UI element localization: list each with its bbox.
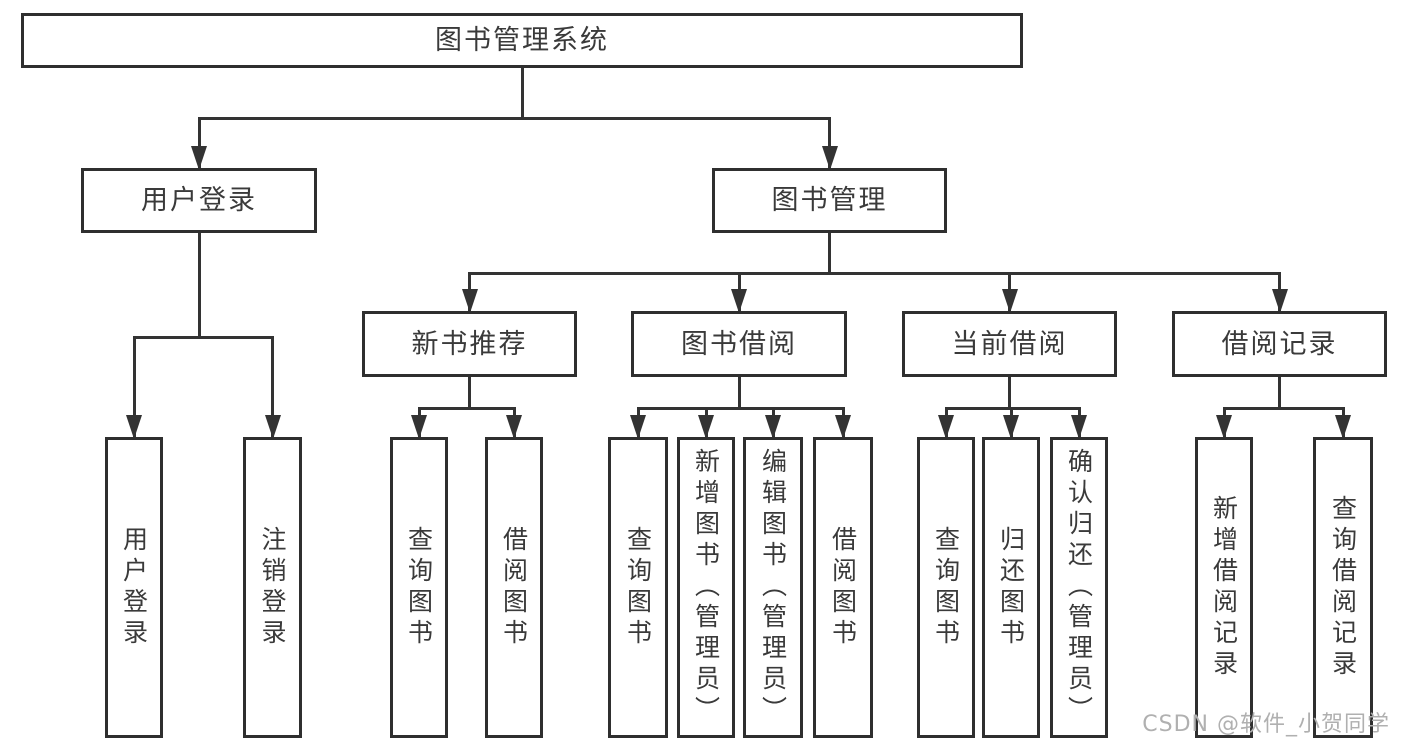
connector-bus-new-book-rec	[417, 406, 516, 410]
node-book-borrow: 图书借阅	[631, 311, 847, 377]
arrowhead-icon	[835, 415, 851, 439]
node-ul-logout: 注销登录	[243, 437, 302, 738]
arrowhead-icon	[506, 415, 522, 439]
node-borrow-records: 借阅记录	[1172, 311, 1387, 377]
arrowhead-icon	[1271, 289, 1288, 313]
arrowhead-icon	[1071, 415, 1087, 439]
connector-bus-current-borrow	[944, 406, 1081, 410]
connector-drop-user-login	[197, 118, 201, 168]
connector-stem-root	[520, 68, 524, 118]
connector-drop-ul-login	[132, 337, 136, 437]
node-bb-borrow: 借阅图书	[813, 437, 873, 738]
node-label-bb-add: 新增图书（管理员）	[691, 448, 721, 727]
arrowhead-icon	[264, 415, 281, 439]
node-label-bb-edit: 编辑图书（管理员）	[758, 448, 788, 727]
arrowhead-icon	[126, 415, 142, 439]
node-label-user-login: 用户登录	[141, 185, 257, 216]
connector-stem-new-book-rec	[468, 377, 471, 408]
node-label-borrow-records: 借阅记录	[1221, 328, 1338, 360]
connector-bus-book-borrow	[636, 406, 845, 410]
arrowhead-icon	[765, 415, 781, 439]
arrowhead-icon	[630, 415, 646, 439]
node-label-nb-borrow: 借阅图书	[499, 525, 529, 650]
node-label-br-add: 新增借阅记录	[1209, 494, 1239, 681]
arrowhead-icon	[1335, 415, 1351, 439]
connector-bus-user-login	[132, 335, 274, 339]
connector-stem-user-login	[197, 233, 201, 337]
arrowhead-icon	[938, 415, 954, 439]
node-label-br-query: 查询借阅记录	[1328, 494, 1358, 681]
node-label-new-book-rec: 新书推荐	[411, 328, 528, 360]
node-br-query: 查询借阅记录	[1313, 437, 1373, 738]
node-cb-confirm: 确认归还（管理员）	[1050, 437, 1108, 738]
node-label-root: 图书管理系统	[435, 25, 609, 56]
node-br-add: 新增借阅记录	[1195, 437, 1253, 738]
connector-bus-root	[197, 116, 831, 120]
node-label-book-mgmt: 图书管理	[771, 185, 888, 216]
node-ul-login: 用户登录	[105, 437, 163, 738]
arrowhead-icon	[821, 146, 838, 170]
node-nb-borrow: 借阅图书	[485, 437, 543, 738]
node-bb-add: 新增图书（管理员）	[677, 437, 735, 738]
node-label-nb-query: 查询图书	[404, 525, 434, 650]
arrowhead-icon	[1216, 415, 1232, 439]
node-book-mgmt: 图书管理	[712, 168, 947, 233]
arrowhead-icon	[1001, 289, 1018, 313]
node-label-bb-borrow: 借阅图书	[828, 525, 858, 650]
node-new-book-rec: 新书推荐	[362, 311, 577, 377]
connector-stem-borrow-records	[1278, 377, 1281, 408]
connector-drop-book-mgmt	[828, 118, 831, 168]
node-cb-return: 归还图书	[982, 437, 1040, 738]
node-root: 图书管理系统	[21, 13, 1023, 68]
node-label-ul-logout: 注销登录	[258, 525, 287, 650]
connector-stem-book-borrow	[737, 377, 741, 408]
connector-stem-book-mgmt	[828, 233, 831, 273]
arrowhead-icon	[1003, 415, 1019, 439]
arrowhead-icon	[698, 415, 714, 439]
node-label-bb-query: 查询图书	[623, 525, 653, 650]
node-label-cb-confirm: 确认归还（管理员）	[1064, 448, 1094, 727]
connector-stem-current-borrow	[1008, 377, 1011, 408]
node-nb-query: 查询图书	[390, 437, 448, 738]
arrowhead-icon	[191, 146, 207, 170]
connector-bus-borrow-records	[1222, 406, 1345, 410]
connector-bus-book-mgmt	[468, 271, 1281, 275]
arrowhead-icon	[731, 289, 747, 313]
node-cb-query: 查询图书	[917, 437, 975, 738]
node-label-ul-login: 用户登录	[119, 525, 149, 650]
arrowhead-icon	[461, 289, 478, 313]
arrowhead-icon	[411, 415, 427, 439]
node-current-borrow: 当前借阅	[902, 311, 1117, 377]
node-user-login: 用户登录	[81, 168, 317, 233]
watermark: CSDN @软件_小贺同学	[1142, 712, 1390, 737]
node-label-book-borrow: 图书借阅	[681, 328, 797, 360]
node-label-cb-query: 查询图书	[931, 525, 961, 650]
connector-drop-ul-logout	[271, 337, 274, 437]
node-label-cb-return: 归还图书	[996, 525, 1026, 650]
node-bb-edit: 编辑图书（管理员）	[743, 437, 803, 738]
node-bb-query: 查询图书	[608, 437, 668, 738]
node-label-current-borrow: 当前借阅	[951, 328, 1068, 360]
